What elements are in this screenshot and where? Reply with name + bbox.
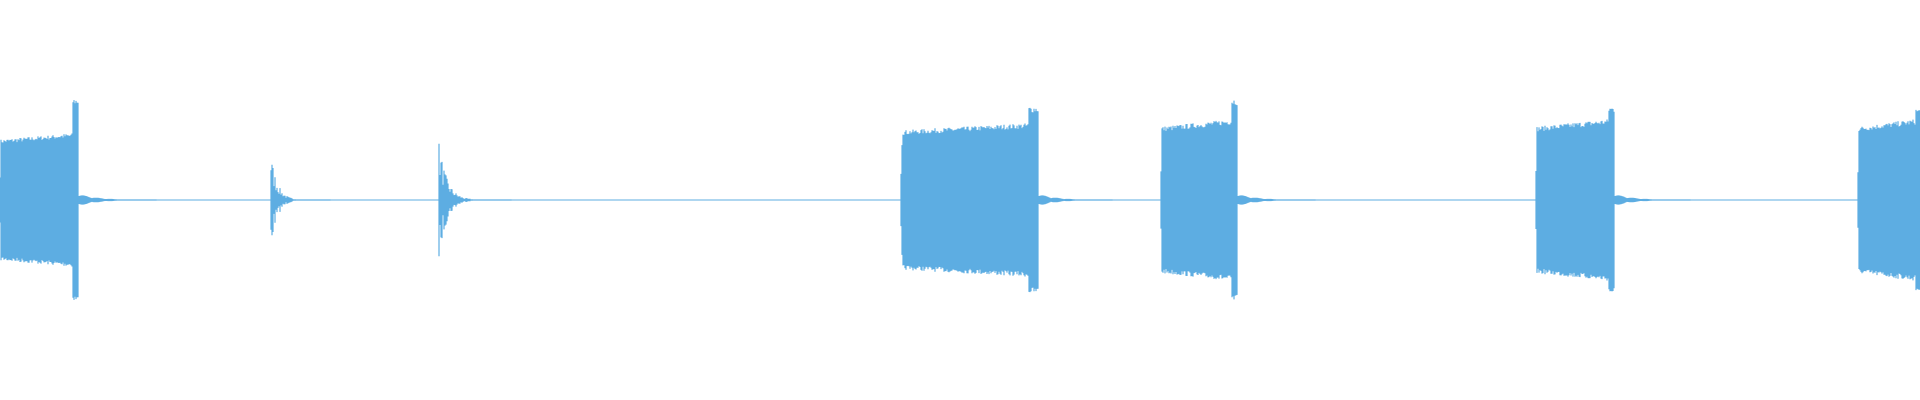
waveform-segment-transient <box>270 164 331 236</box>
waveform-trace <box>900 107 1039 293</box>
waveform-segment-tail <box>77 195 157 205</box>
waveform-trace <box>1857 109 1920 291</box>
waveform-segment-burst <box>1160 100 1238 300</box>
waveform-trace <box>0 100 79 300</box>
waveform-trace <box>270 164 331 236</box>
waveform-segment-burst <box>1535 108 1615 292</box>
waveform-trace <box>1236 195 1316 205</box>
waveform-trace <box>1037 195 1113 205</box>
waveform-trace <box>1535 108 1615 292</box>
waveform-segment-tail <box>1037 195 1113 205</box>
waveform-trace <box>438 143 512 257</box>
waveform-trace <box>1613 195 1691 205</box>
waveform-segment-burst <box>900 107 1039 293</box>
waveform-segment-transient <box>438 143 512 257</box>
waveform-segment-burst <box>0 100 79 300</box>
waveform-segment-tail <box>1613 195 1691 205</box>
waveform-trace <box>1160 100 1238 300</box>
waveform-trace <box>77 195 157 205</box>
waveform-segment-tail <box>1236 195 1316 205</box>
waveform-segment-burst <box>1857 109 1920 291</box>
